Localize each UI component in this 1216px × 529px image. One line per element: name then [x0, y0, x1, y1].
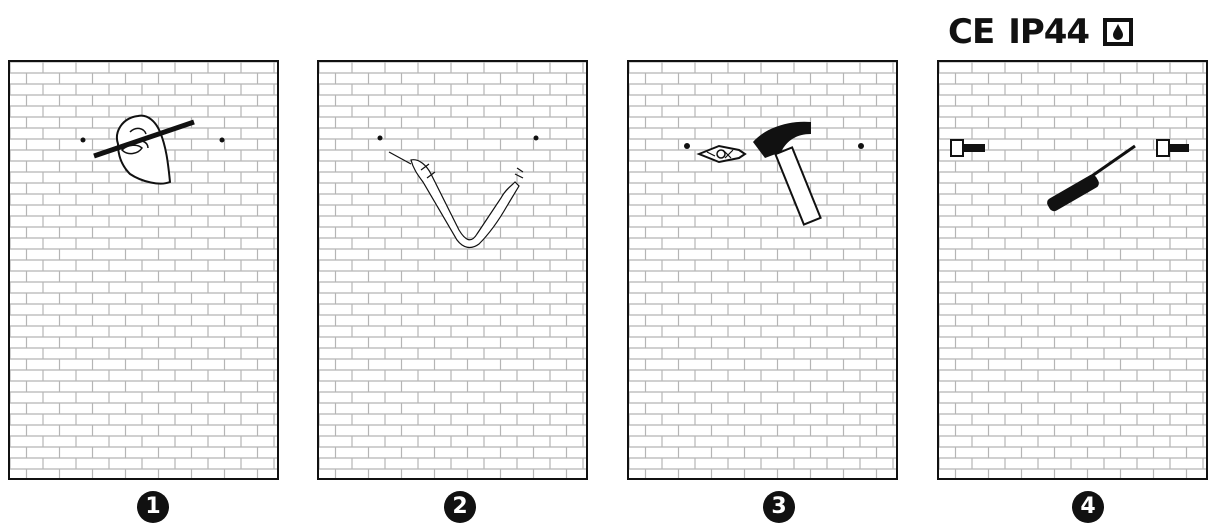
ce-mark: CE — [948, 12, 994, 52]
certification-marks: CE IP44 — [948, 12, 1133, 52]
step-3-panel — [627, 60, 898, 480]
ip-rating: IP44 — [1008, 12, 1089, 52]
step-4-panel — [937, 60, 1208, 480]
hammer-wall-plug-icon — [629, 62, 898, 480]
step-4-badge: 4 — [1072, 491, 1104, 523]
step-2-badge: 2 — [444, 491, 476, 523]
step-2-panel — [317, 60, 588, 480]
step-1-badge: 1 — [137, 491, 169, 523]
hand-marking-pencil-icon — [10, 62, 279, 480]
step-3-badge: 3 — [763, 491, 795, 523]
step-1-panel — [8, 60, 279, 480]
drilling-drill-icon — [319, 62, 588, 480]
screwdriver-screws-icon — [939, 62, 1208, 480]
water-drop-in-square-icon — [1103, 18, 1133, 46]
